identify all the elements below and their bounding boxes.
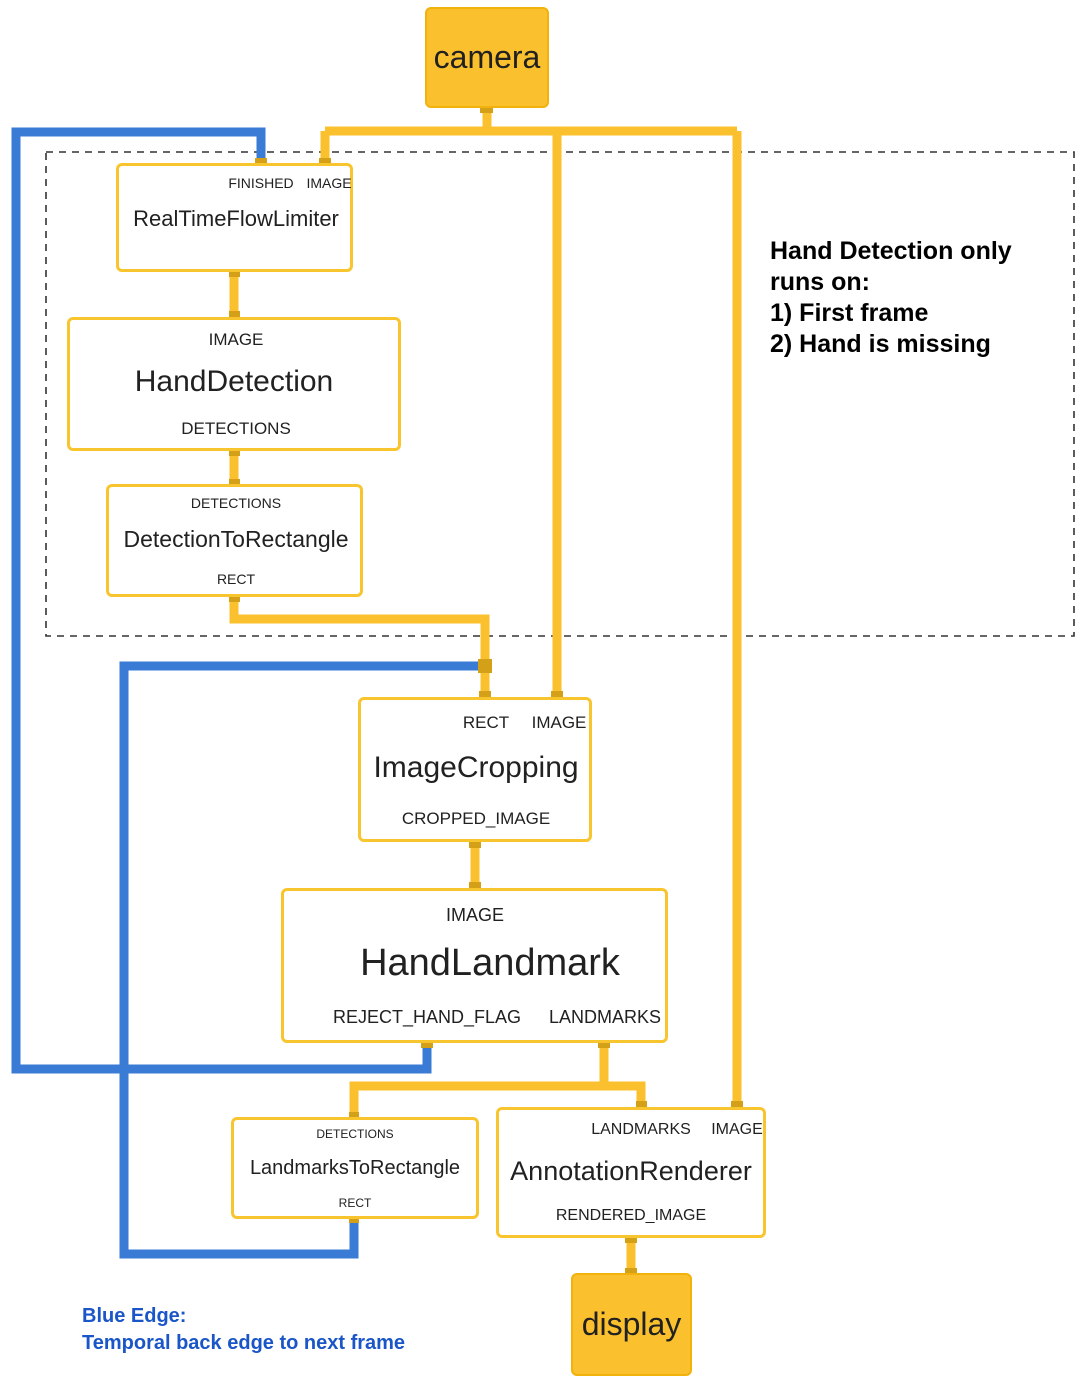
flow-limiter-node[interactable]: FINISHED IMAGE RealTimeFlowLimiter <box>116 163 353 272</box>
edge-camera-bus <box>325 106 737 136</box>
camera-node[interactable]: camera <box>425 7 549 108</box>
hand-landmark-landmarks-port: LANDMARKS <box>548 1007 662 1027</box>
note-line: runs on: <box>770 268 870 296</box>
hand-detection-node[interactable]: IMAGE HandDetection DETECTIONS <box>67 317 401 451</box>
note-line: Hand Detection only <box>770 237 1012 265</box>
camera-label: camera <box>433 39 541 75</box>
hand-landmark-reject-flag-port: REJECT_HAND_FLAG <box>332 1007 522 1027</box>
back-edge-reject-flag-to-finished <box>11 127 432 1074</box>
blue-edge-legend: Blue Edge: Temporal back edge to next fr… <box>82 1303 405 1357</box>
hand-detection-detections-port: DETECTIONS <box>181 419 291 438</box>
landmarks-to-rect-detections-port: DETECTIONS <box>316 1127 394 1141</box>
note-line: 1) First frame <box>770 299 929 327</box>
image-cropping-image-port: IMAGE <box>531 713 587 732</box>
image-cropping-node[interactable]: RECT IMAGE ImageCropping CROPPED_IMAGE <box>358 697 592 842</box>
display-label: display <box>581 1306 682 1342</box>
annotation-renderer-title: AnnotationRenderer <box>510 1156 752 1186</box>
hand-landmark-image-port: IMAGE <box>445 905 505 925</box>
detection-to-rect-node[interactable]: DETECTIONS DetectionToRectangle RECT <box>106 484 363 597</box>
note-line: 2) Hand is missing <box>770 330 991 358</box>
display-node[interactable]: display <box>571 1273 692 1376</box>
landmarks-to-rect-rect-port: RECT <box>338 1196 372 1210</box>
annotation-renderer-landmarks-port: LANDMARKS <box>591 1121 691 1138</box>
legend-line: Blue Edge: <box>82 1305 187 1327</box>
edge-landmarks-fanout <box>349 1042 646 1117</box>
image-cropping-cropped-image-port: CROPPED_IMAGE <box>401 809 551 828</box>
image-cropping-title: ImageCropping <box>373 751 579 784</box>
hand-detection-note: Hand Detection only runs on: 1) First fr… <box>770 236 1012 360</box>
hand-detection-title: HandDetection <box>134 365 334 398</box>
detection-to-rect-rect-port: RECT <box>216 571 256 587</box>
edge-detection-to-rect-to-cropping <box>229 596 490 697</box>
image-cropping-rect-port: RECT <box>462 713 510 732</box>
flow-limiter-title: RealTimeFlowLimiter <box>133 206 339 231</box>
flow-limiter-finished-port: FINISHED <box>228 175 294 191</box>
legend-line: Temporal back edge to next frame <box>82 1332 406 1354</box>
flow-limiter-image-port: IMAGE <box>306 175 352 191</box>
detection-to-rect-title: DetectionToRectangle <box>123 526 349 552</box>
annotation-renderer-rendered-image-port: RENDERED_IMAGE <box>555 1207 707 1224</box>
hand-landmark-node[interactable]: IMAGE HandLandmark REJECT_HAND_FLAG LAND… <box>281 888 668 1043</box>
landmarks-to-rect-node[interactable]: DETECTIONS LandmarksToRectangle RECT <box>231 1117 479 1219</box>
annotation-renderer-image-port: IMAGE <box>711 1121 763 1138</box>
detection-to-rect-detections-port: DETECTIONS <box>190 495 282 511</box>
annotation-renderer-node[interactable]: LANDMARKS IMAGE AnnotationRenderer RENDE… <box>496 1107 766 1238</box>
hand-landmark-title: HandLandmark <box>360 942 620 984</box>
landmarks-to-rect-title: LandmarksToRectangle <box>249 1157 461 1179</box>
back-edge-landmarks-rect-to-cropping <box>119 661 484 1259</box>
hand-detection-image-port: IMAGE <box>208 330 264 349</box>
